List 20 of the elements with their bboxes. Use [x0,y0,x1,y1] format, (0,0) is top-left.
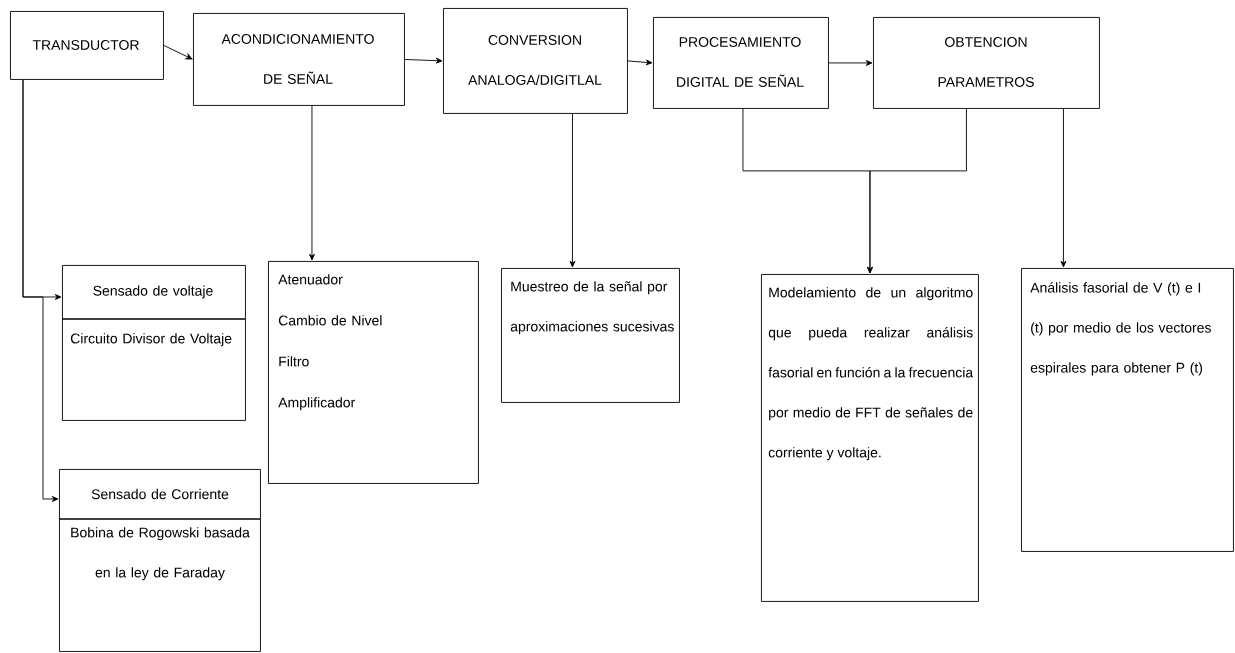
arrow [309,105,315,261]
process-box: OBTENCION PARAMETROS [873,17,1100,109]
arrow [404,57,443,64]
process-box: Análisis fasorial de V (t) e I (t) por medio de los vectores espirales para obtener P (t) [1021,268,1234,552]
process-box: Sensado de voltaje Circuito Divisor de Voltaje [61,265,246,421]
arrow [22,79,59,502]
arrow [569,113,576,268]
arrow [828,60,873,66]
process-box: PROCESAMIENTO DIGITAL DE SEÑAL [653,17,829,109]
process-box: Atenuador Cambio de Nivel Filtro Amplificador [268,261,479,484]
arrow [1060,108,1067,268]
process-box: Muestreo de la señal por aproximaciones sucesivas [501,268,680,403]
process-box: Sensado de Corriente Bobina de Rogowski basada en la ley de Faraday [58,469,261,652]
process-box: Modelamiento de un algoritmo que pueda realizar análisis fasorial en función a la frecuencia por medio de FFT de señales de corriente y voltaje. [761,274,979,602]
process-box: TRANSDUCTOR [10,11,164,80]
process-box: ACONDICIONAMIENTO DE SEÑAL [193,13,405,106]
arrow [163,45,193,60]
arrow [627,59,653,66]
arrow [867,108,967,274]
process-box: CONVERSION ANALOGA/DIGITLAL [443,8,628,114]
